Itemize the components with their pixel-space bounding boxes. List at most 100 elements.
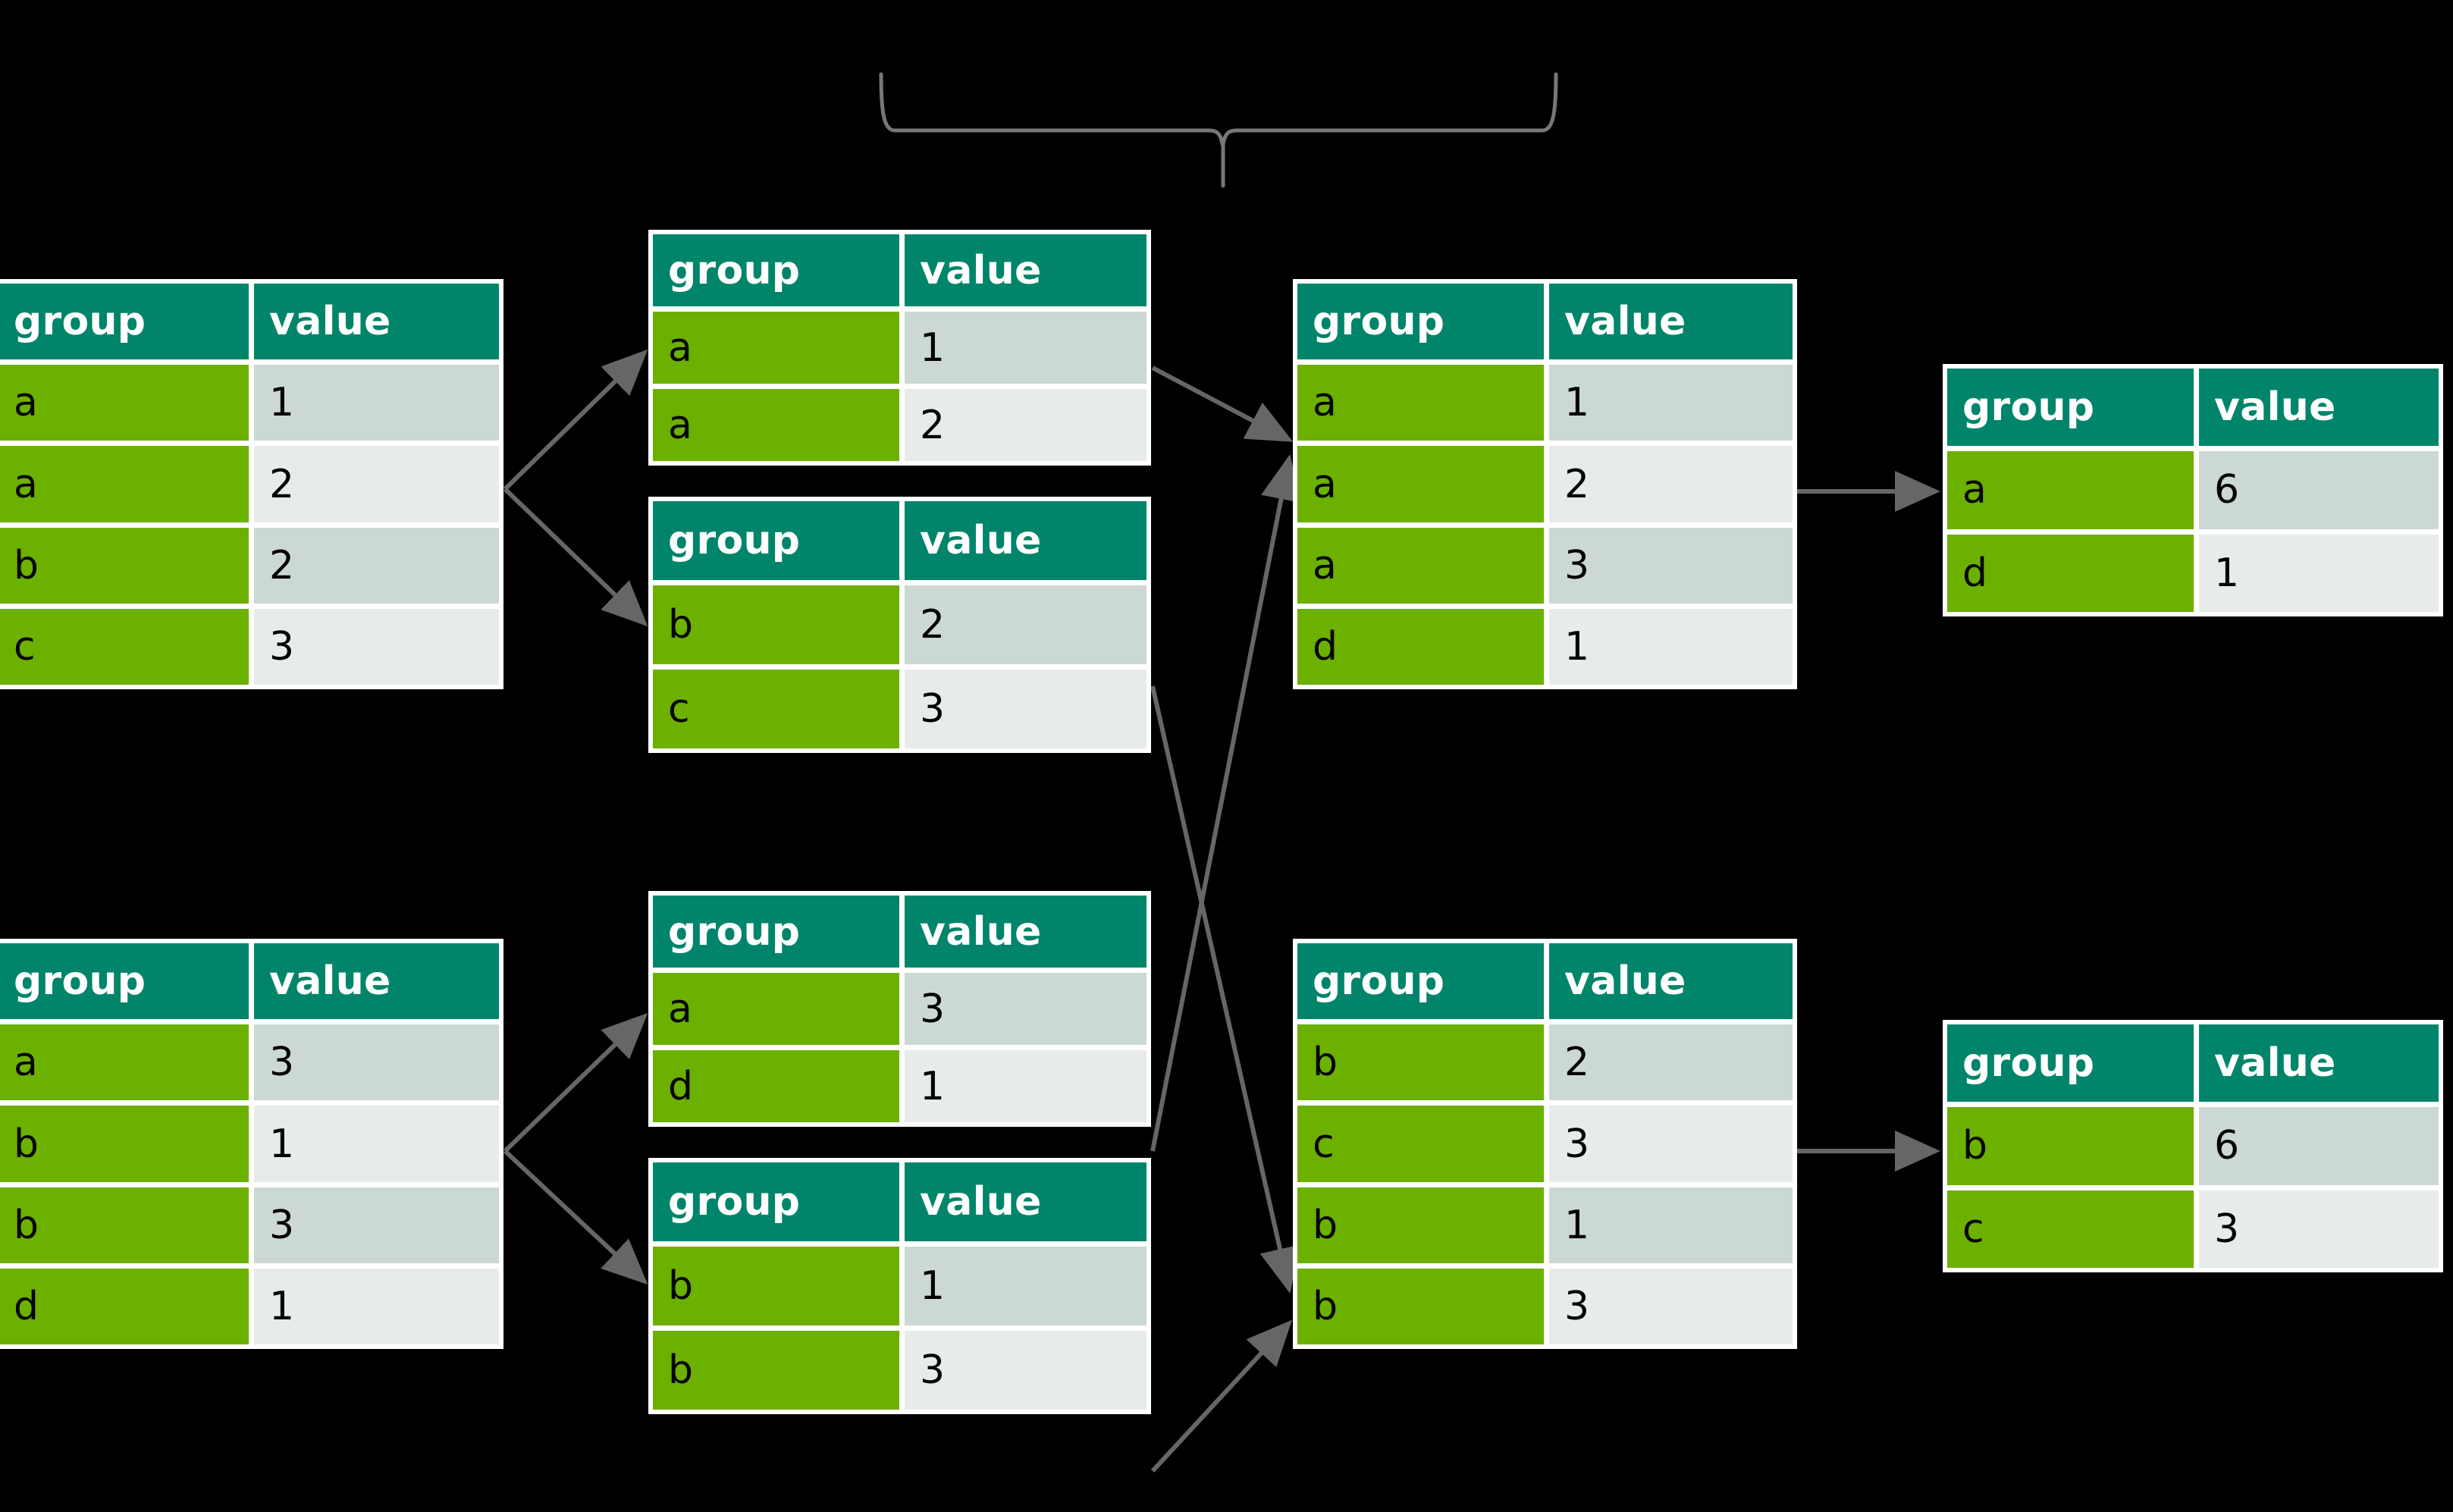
cell-group: b bbox=[1297, 1268, 1544, 1345]
cell-group: b bbox=[1297, 1187, 1544, 1263]
cell-group: b bbox=[653, 1247, 899, 1325]
cell-value: 2 bbox=[905, 389, 1147, 461]
table-row[interactable]: c 3 bbox=[0, 608, 499, 685]
cell-group: a bbox=[653, 312, 899, 384]
table-row[interactable]: b 2 bbox=[0, 527, 499, 604]
cell-value: 2 bbox=[1549, 1024, 1793, 1101]
cell-group: a bbox=[0, 446, 249, 522]
table-row[interactable]: d 1 bbox=[653, 1050, 1147, 1122]
cell-group: b bbox=[1297, 1024, 1544, 1101]
table-header-row: group value bbox=[653, 896, 1147, 968]
table-row[interactable]: c 3 bbox=[1297, 1106, 1793, 1182]
cell-value: 1 bbox=[905, 312, 1147, 384]
table-row[interactable]: a 2 bbox=[653, 389, 1147, 461]
cell-group: c bbox=[0, 608, 249, 685]
arrow-input-top-split bbox=[503, 349, 648, 627]
cell-group: a bbox=[0, 1024, 249, 1101]
cell-value: 1 bbox=[1549, 365, 1793, 441]
table-row[interactable]: b 2 bbox=[653, 585, 1147, 664]
cell-value: 1 bbox=[905, 1247, 1147, 1325]
table-row[interactable]: a 3 bbox=[1297, 527, 1793, 604]
table-row[interactable]: d 1 bbox=[1297, 608, 1793, 685]
cell-value: 3 bbox=[254, 1024, 499, 1101]
table-row[interactable]: b 1 bbox=[0, 1106, 499, 1182]
table-row[interactable]: d 1 bbox=[0, 1268, 499, 1345]
cell-value: 1 bbox=[254, 1106, 499, 1182]
cell-group: b bbox=[0, 1187, 249, 1263]
arrow-input-bottom-split bbox=[503, 1012, 648, 1285]
column-header-group: group bbox=[653, 896, 899, 968]
table-row[interactable]: b 2 bbox=[1297, 1024, 1793, 1101]
cell-value: 1 bbox=[905, 1050, 1147, 1122]
table-row[interactable]: d 1 bbox=[1947, 534, 2439, 612]
input-table-bottom[interactable]: group value a 3 b 1 b 3 d 1 bbox=[0, 939, 503, 1349]
cell-value: 6 bbox=[2199, 1107, 2439, 1185]
cell-group: c bbox=[1297, 1106, 1544, 1182]
cell-group: d bbox=[653, 1050, 899, 1122]
table-row[interactable]: b 1 bbox=[653, 1247, 1147, 1325]
column-header-group: group bbox=[1297, 943, 1544, 1020]
column-header-value: value bbox=[254, 284, 499, 360]
table-row[interactable]: a 1 bbox=[653, 312, 1147, 384]
cell-value: 2 bbox=[254, 446, 499, 522]
table-row[interactable]: a 1 bbox=[1297, 365, 1793, 441]
cell-value: 3 bbox=[905, 670, 1147, 748]
cell-value: 3 bbox=[1549, 1268, 1793, 1345]
cell-value: 3 bbox=[1549, 527, 1793, 604]
cell-value: 2 bbox=[254, 527, 499, 604]
column-header-value: value bbox=[1549, 943, 1793, 1020]
table-row[interactable]: a 2 bbox=[0, 446, 499, 522]
table-row[interactable]: a 6 bbox=[1947, 451, 2439, 529]
cell-value: 3 bbox=[254, 1187, 499, 1263]
cell-group: d bbox=[0, 1268, 249, 1345]
cell-value: 6 bbox=[2199, 451, 2439, 529]
grouping-brace-icon bbox=[879, 72, 1558, 188]
cell-group: a bbox=[1297, 446, 1544, 522]
table-row[interactable]: a 3 bbox=[653, 973, 1147, 1045]
table-row[interactable]: c 3 bbox=[1947, 1190, 2439, 1268]
table-row[interactable]: b 6 bbox=[1947, 1107, 2439, 1185]
result-table-top[interactable]: group value a 6 d 1 bbox=[1943, 364, 2443, 616]
column-header-value: value bbox=[1549, 284, 1793, 360]
split-table-top-bc[interactable]: group value b 2 c 3 bbox=[648, 497, 1151, 753]
table-header-row: group value bbox=[0, 943, 499, 1020]
column-header-group: group bbox=[1297, 284, 1544, 360]
cell-value: 3 bbox=[2199, 1190, 2439, 1268]
table-row[interactable]: b 1 bbox=[1297, 1187, 1793, 1263]
column-header-value: value bbox=[2199, 369, 2439, 447]
column-header-group: group bbox=[653, 234, 899, 306]
input-table-top[interactable]: group value a 1 a 2 b 2 c 3 bbox=[0, 279, 503, 689]
table-header-row: group value bbox=[653, 1162, 1147, 1241]
table-row[interactable]: b 3 bbox=[0, 1187, 499, 1263]
table-row[interactable]: a 1 bbox=[0, 365, 499, 441]
column-header-value: value bbox=[2199, 1024, 2439, 1103]
column-header-group: group bbox=[1947, 1024, 2194, 1103]
split-table-bottom-ad[interactable]: group value a 3 d 1 bbox=[648, 891, 1151, 1127]
table-row[interactable]: b 3 bbox=[653, 1331, 1147, 1410]
table-header-row: group value bbox=[1947, 1024, 2439, 1103]
combined-table-top[interactable]: group value a 1 a 2 a 3 d 1 bbox=[1293, 279, 1797, 689]
column-header-value: value bbox=[905, 234, 1147, 306]
table-header-row: group value bbox=[1297, 943, 1793, 1020]
combined-table-bottom[interactable]: group value b 2 c 3 b 1 b 3 bbox=[1293, 939, 1797, 1349]
cell-group: c bbox=[1947, 1190, 2194, 1268]
column-header-group: group bbox=[0, 943, 249, 1020]
table-row[interactable]: b 3 bbox=[1297, 1268, 1793, 1345]
cell-group: d bbox=[1947, 534, 2194, 612]
cell-value: 2 bbox=[905, 585, 1147, 664]
cell-group: a bbox=[1947, 451, 2194, 529]
cell-value: 1 bbox=[254, 365, 499, 441]
cell-value: 1 bbox=[1549, 1187, 1793, 1263]
cell-value: 1 bbox=[1549, 608, 1793, 685]
split-table-bottom-bb[interactable]: group value b 1 b 3 bbox=[648, 1158, 1151, 1414]
table-row[interactable]: a 2 bbox=[1297, 446, 1793, 522]
cell-group: a bbox=[653, 389, 899, 461]
result-table-bottom[interactable]: group value b 6 c 3 bbox=[1943, 1020, 2443, 1272]
split-table-top-a[interactable]: group value a 1 a 2 bbox=[648, 230, 1151, 466]
table-row[interactable]: c 3 bbox=[653, 670, 1147, 748]
cell-group: c bbox=[653, 670, 899, 748]
cell-value: 1 bbox=[2199, 534, 2439, 612]
table-row[interactable]: a 3 bbox=[0, 1024, 499, 1101]
arrow-split-to-combined bbox=[1150, 365, 1302, 1473]
